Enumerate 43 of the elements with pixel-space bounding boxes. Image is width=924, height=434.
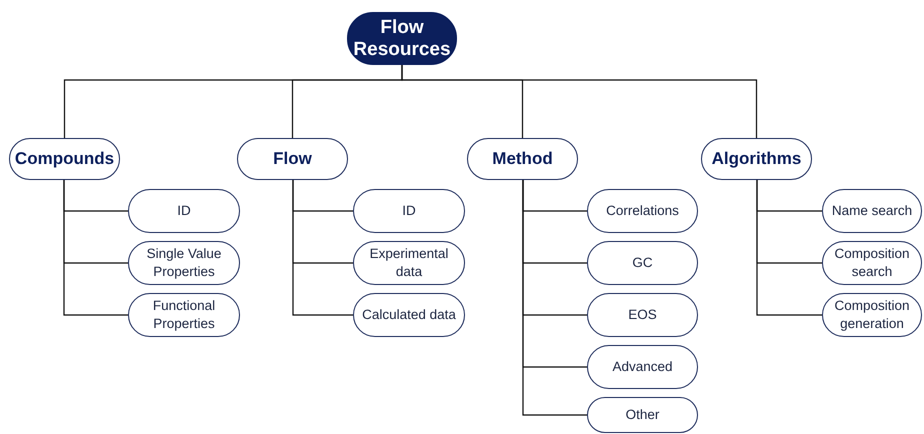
root-node <box>347 12 457 65</box>
connector-line <box>63 180 128 316</box>
node-label: ID <box>402 202 416 220</box>
leaf-node <box>353 189 465 233</box>
node-label: Composition generation <box>833 297 911 333</box>
leaf-node <box>587 293 698 337</box>
connector-line <box>292 180 353 316</box>
category-node <box>701 138 812 180</box>
node-label: Flow <box>273 149 312 169</box>
node-label: GC <box>632 254 653 272</box>
leaf-node <box>353 293 465 337</box>
node-label: Calculated data <box>362 306 456 324</box>
node-label: Composition search <box>833 245 911 281</box>
connector-line <box>756 180 822 316</box>
node-label: Other <box>626 406 660 424</box>
connector-line <box>522 180 587 416</box>
node-label: Advanced <box>612 358 673 376</box>
leaf-node <box>128 189 240 233</box>
node-label: Compounds <box>14 149 114 169</box>
node-label: Method <box>492 149 553 169</box>
leaf-node <box>587 345 698 389</box>
leaf-node <box>128 241 240 285</box>
node-label: Correlations <box>606 202 679 220</box>
category-node <box>9 138 120 180</box>
node-label: Algorithms <box>712 149 802 169</box>
leaf-node <box>822 293 922 337</box>
leaf-node <box>128 293 240 337</box>
leaf-node <box>587 241 698 285</box>
category-node <box>467 138 578 180</box>
node-label: Experimental data <box>368 245 450 281</box>
node-label: Functional Properties <box>152 297 216 333</box>
leaf-node <box>353 241 465 285</box>
node-label: Single Value Properties <box>146 245 222 281</box>
leaf-node <box>822 189 922 233</box>
node-label: Flow Resources <box>353 16 451 60</box>
connector-line <box>401 65 758 138</box>
category-node <box>237 138 348 180</box>
node-label: Name search <box>832 202 912 220</box>
node-label: ID <box>177 202 191 220</box>
leaf-node <box>587 397 698 433</box>
leaf-node <box>587 189 698 233</box>
leaf-node <box>822 241 922 285</box>
node-label: EOS <box>628 306 657 324</box>
